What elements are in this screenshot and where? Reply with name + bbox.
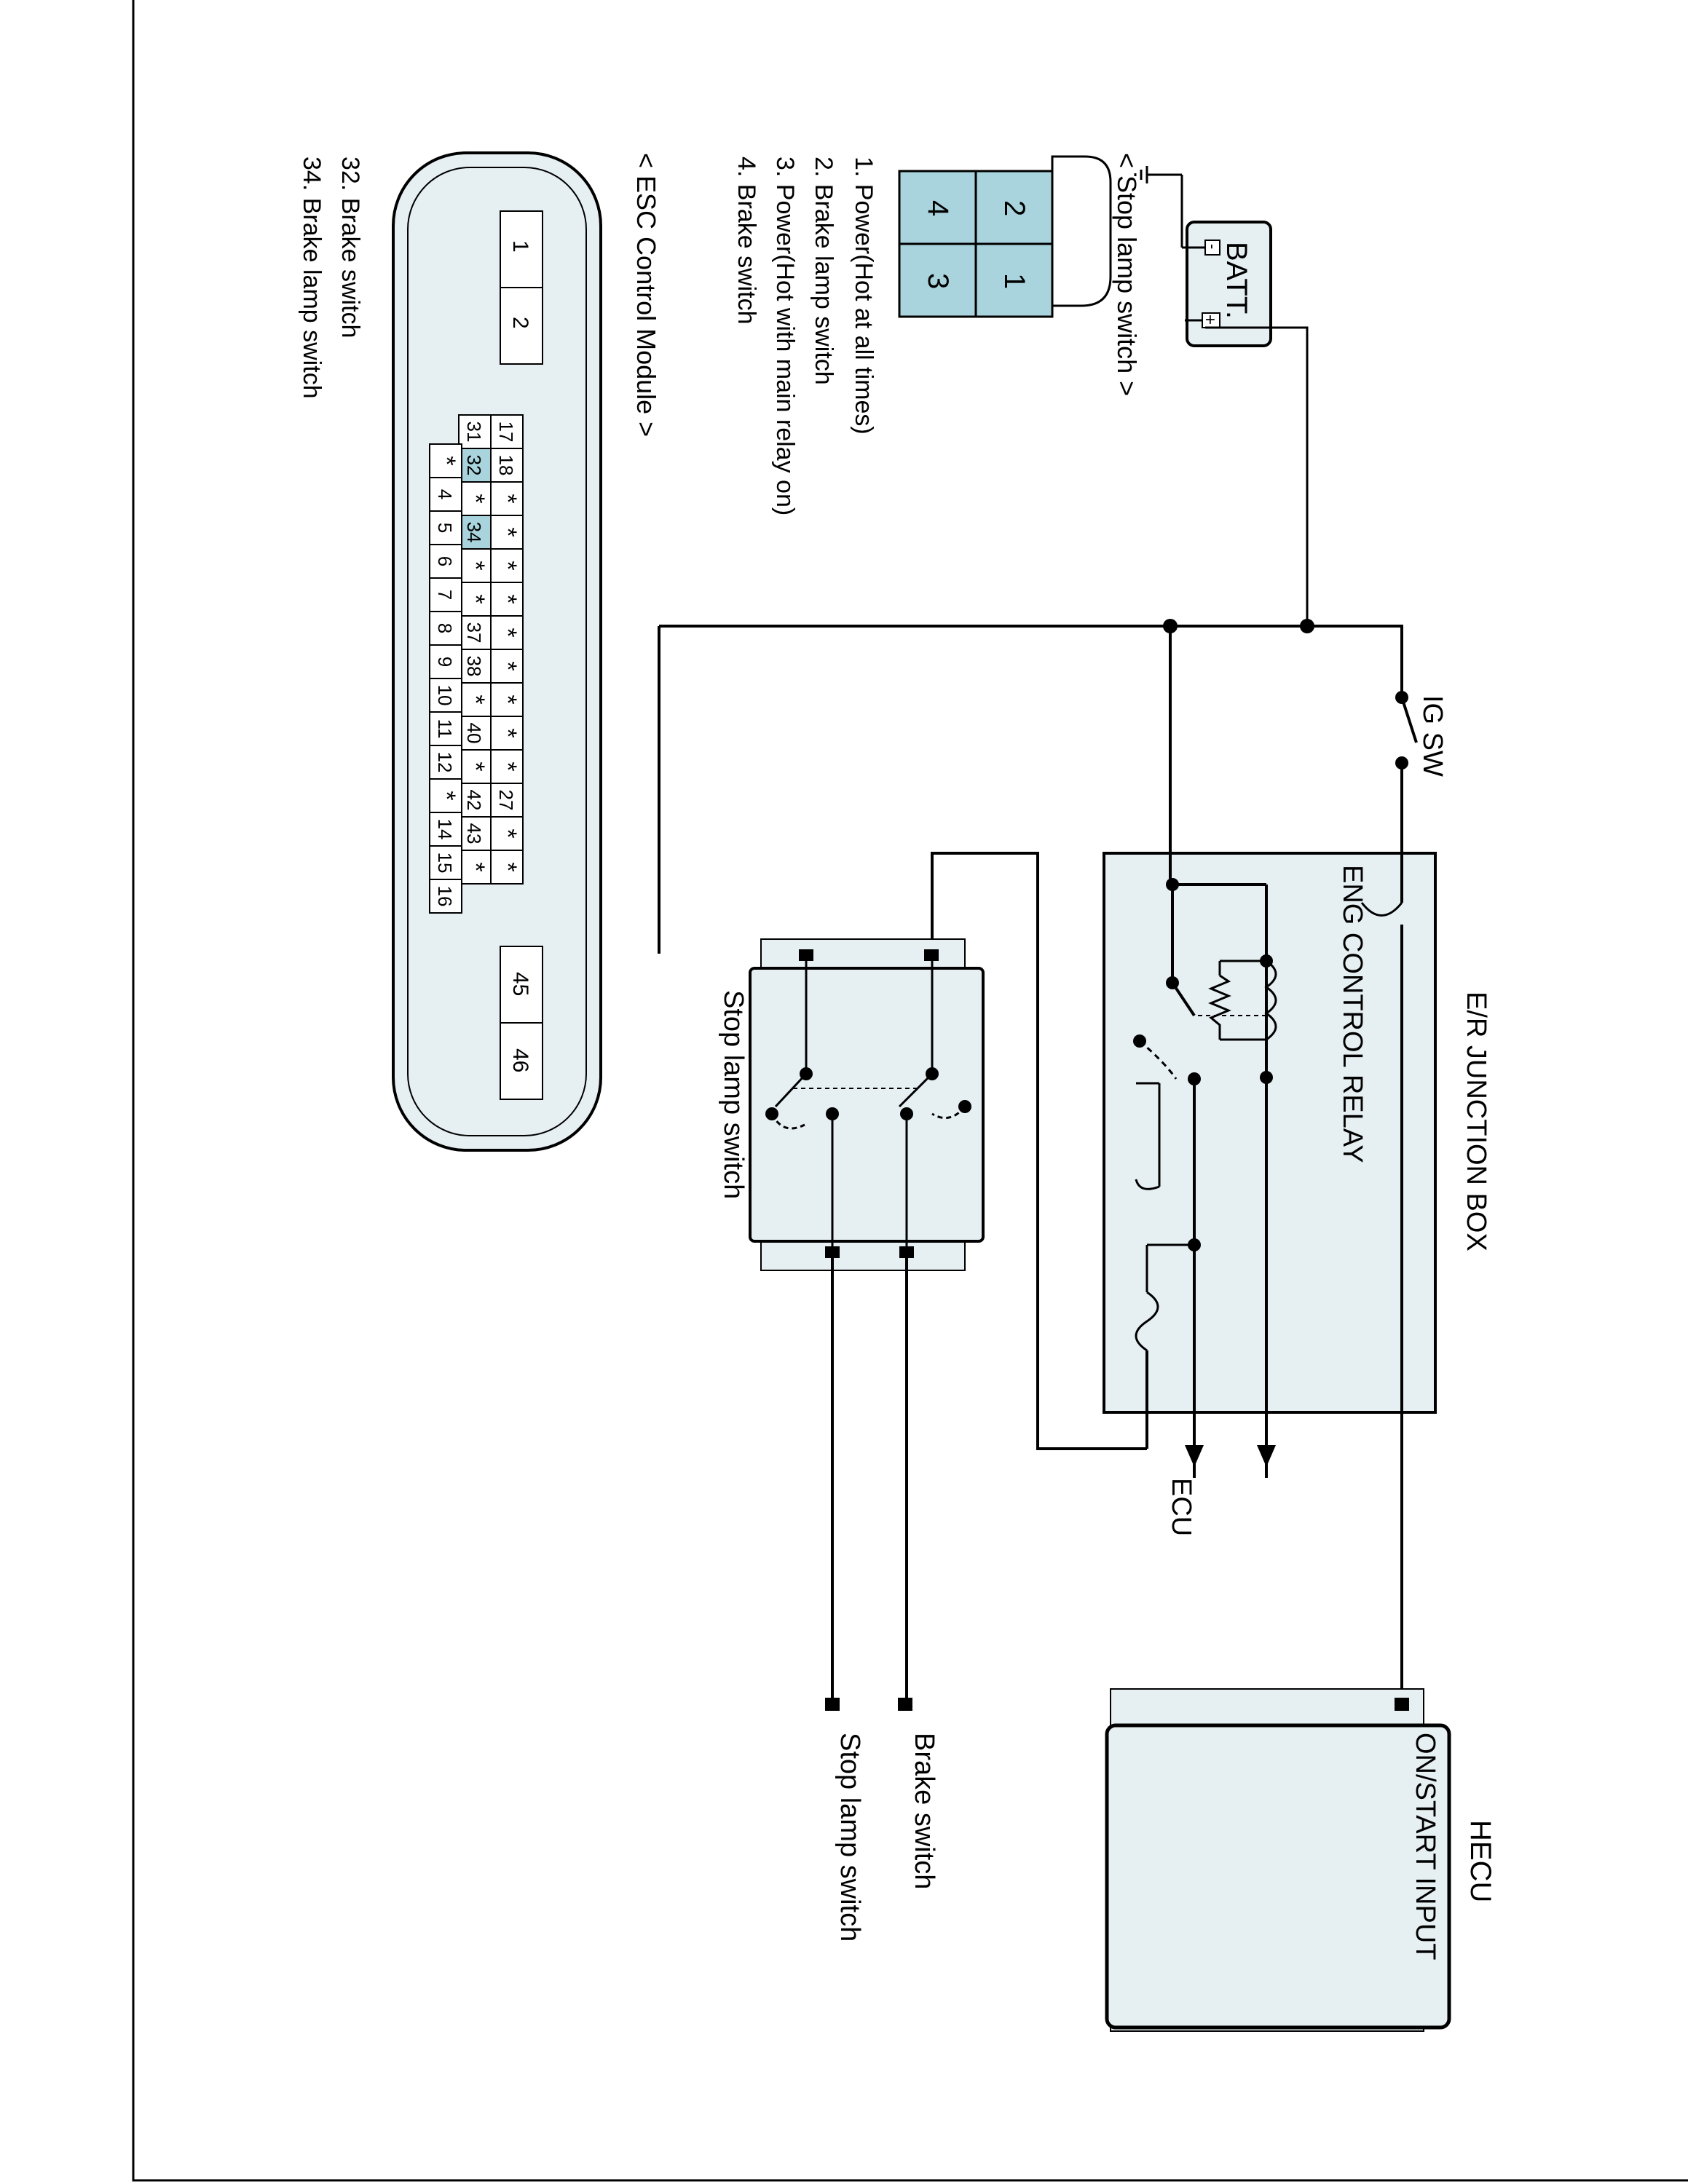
ig-sw-label: IG SW xyxy=(1417,695,1448,777)
esc-pin-label: 42 xyxy=(463,790,485,811)
ecu-label: ECU xyxy=(1166,1478,1196,1536)
hecu-pin-on-start: ON/START INPUT xyxy=(1410,1733,1440,1960)
stop-lamp-connector: < Stop lamp switch > 2 1 4 3 1. Power(Ho… xyxy=(733,153,1142,515)
esc-connector-title: < ESC Control Module > xyxy=(631,153,661,437)
esc-pin-label: 12 xyxy=(434,752,456,773)
esc-pin-cell xyxy=(490,850,524,885)
esc-pin-label: 15 xyxy=(434,852,456,874)
esc-pin-label: 9 xyxy=(434,657,456,667)
connector-pin-desc: 1. Power(Hot at all times) xyxy=(850,157,877,435)
connector-cell: 4 xyxy=(922,200,954,216)
esc-pin-label: * xyxy=(462,494,489,503)
hecu-title: HECU xyxy=(1464,1820,1496,1902)
esc-pin-label: * xyxy=(433,456,460,465)
fuse xyxy=(1360,902,1403,917)
esc-pin-label: 31 xyxy=(463,422,485,443)
connector-pin-desc: 2. Brake lamp switch xyxy=(810,157,837,385)
esc-pin-label: 5 xyxy=(434,523,456,533)
connector-pin-desc: 4. Brake switch xyxy=(733,157,760,325)
battery-label: BATT. xyxy=(1220,242,1253,319)
esc-pin-label: 8 xyxy=(434,623,456,633)
esc-pin-label: * xyxy=(494,661,521,670)
hecu-pin-brake: Brake switch xyxy=(909,1733,939,1889)
hecu-pin-stop-lamp: Stop lamp switch xyxy=(835,1733,865,1942)
esc-pin-label: 43 xyxy=(463,823,485,844)
relay-label: ENG CONTROL RELAY xyxy=(1337,865,1368,1163)
connector-cell: 1 xyxy=(998,273,1030,289)
stop-lamp-switch-label: Stop lamp switch xyxy=(718,990,749,1199)
esc-pin-label: * xyxy=(494,761,521,771)
esc-connector: < ESC Control Module > 1 2 45 46 3132*34… xyxy=(298,151,661,1152)
esc-pin-label: * xyxy=(494,828,521,838)
esc-pin-label: 37 xyxy=(463,622,485,644)
esc-pin-label: 32 xyxy=(463,455,485,476)
junction-box-title: E/R JUNCTION BOX xyxy=(1461,992,1491,1251)
esc-pin-label: * xyxy=(462,561,489,570)
svg-text:2: 2 xyxy=(508,317,532,329)
esc-pin-label: 40 xyxy=(463,723,485,744)
stop-lamp-switch-body: Stop lamp switch xyxy=(718,938,985,1271)
esc-pin-label: * xyxy=(462,695,489,704)
relay-coil xyxy=(1264,960,1277,1041)
esc-pin-label: 34 xyxy=(463,522,485,543)
connector-cell: 3 xyxy=(922,273,954,289)
ecu-arrow xyxy=(1185,1445,1204,1467)
esc-pin-label: * xyxy=(494,594,521,604)
svg-text:46: 46 xyxy=(508,1048,532,1072)
hecu: HECU ON/START INPUT Brake switch Stop la… xyxy=(825,1688,1496,2032)
stop-lamp-connector-title: < Stop lamp switch > xyxy=(1112,153,1142,396)
rotated-drawing: E/R JUNCTION BOX ENG CONTROL RELAY xyxy=(298,151,1496,2032)
svg-text:+: + xyxy=(1200,314,1220,325)
junction-box: E/R JUNCTION BOX ENG CONTROL RELAY xyxy=(1103,852,1491,1536)
esc-pin-label: * xyxy=(494,862,521,871)
esc-pin-label: 38 xyxy=(463,656,485,677)
esc-pin-label: 27 xyxy=(495,790,517,811)
esc-pin-label: * xyxy=(494,695,521,704)
connector-cell: 2 xyxy=(998,200,1030,216)
esc-pin-label: 7 xyxy=(434,590,456,600)
esc-pin-label: * xyxy=(433,791,460,800)
esc-pin-label: 11 xyxy=(434,719,456,739)
esc-pin-label: * xyxy=(494,494,521,503)
esc-pin-label: 10 xyxy=(434,685,456,706)
svg-text:-: - xyxy=(1204,244,1222,249)
esc-pin-label: * xyxy=(494,728,521,737)
battery: BATT. - + xyxy=(1134,166,1272,347)
svg-text:1: 1 xyxy=(508,240,532,253)
esc-pin-label: 16 xyxy=(434,886,456,907)
esc-pin-label: * xyxy=(462,761,489,771)
connector-pin-desc: 3. Power(Hot with main relay on) xyxy=(771,157,799,515)
esc-pin-cell xyxy=(429,879,462,914)
esc-pin-label: 18 xyxy=(495,455,517,476)
esc-pin-label: * xyxy=(494,561,521,570)
esc-pin-label: 6 xyxy=(434,556,456,566)
esc-pin-label: 14 xyxy=(434,819,456,840)
esc-pin-label: * xyxy=(494,527,521,537)
esc-pin-label: 17 xyxy=(495,422,517,443)
esc-pin-label: 4 xyxy=(434,489,456,499)
esc-pin-label: * xyxy=(462,862,489,871)
esc-pin-label: * xyxy=(494,628,521,637)
relay-resistor xyxy=(1208,974,1231,1040)
esc-pin-desc: 34. Brake lamp switch xyxy=(298,157,326,399)
ecu-arrow xyxy=(1257,1445,1276,1467)
esc-pin-desc: 32. Brake switch xyxy=(336,157,364,338)
page-border xyxy=(132,0,1688,2182)
svg-text:45: 45 xyxy=(508,972,532,996)
esc-pin-label: * xyxy=(462,594,489,604)
